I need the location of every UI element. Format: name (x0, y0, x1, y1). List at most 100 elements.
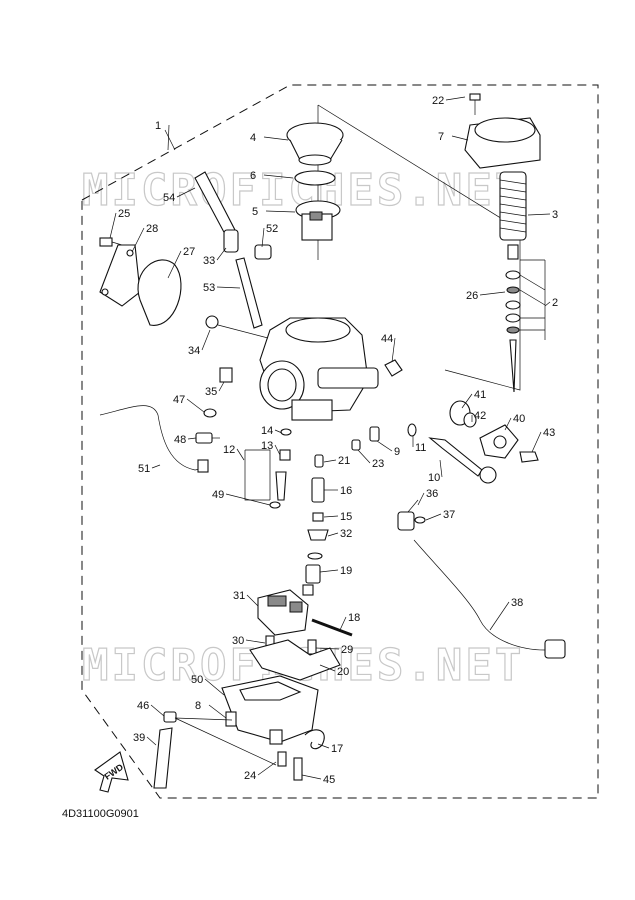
callout-19: 19 (340, 565, 352, 577)
callout-leader-3 (527, 213, 551, 216)
callout-47: 47 (173, 394, 185, 406)
callout-leader-48 (187, 437, 197, 440)
callout-leader-15 (323, 515, 339, 518)
callout-20: 20 (337, 666, 349, 678)
needle-jet-16 (311, 477, 325, 503)
callout-leader-50 (204, 678, 225, 696)
callout-12: 12 (223, 444, 235, 456)
spring-13 (279, 449, 291, 461)
callout-1: 1 (155, 120, 161, 132)
bracket-2-right (519, 259, 546, 340)
hose-end-51 (197, 459, 209, 473)
callout-leader-19 (319, 569, 339, 573)
o-ring-11 (407, 423, 417, 437)
callout-32: 32 (340, 528, 352, 540)
callout-leader-24 (257, 761, 277, 776)
callout-48: 48 (174, 434, 186, 446)
callout-leader-8 (208, 704, 227, 719)
callout-leader-22 (445, 96, 466, 101)
callout-9: 9 (394, 446, 400, 458)
callout-leader-6 (263, 174, 294, 179)
washer-32 (307, 529, 329, 541)
drain-screw-45 (293, 757, 303, 781)
callout-43: 43 (543, 427, 555, 439)
callout-36: 36 (426, 488, 438, 500)
callout-45: 45 (323, 774, 335, 786)
screw-44 (384, 359, 403, 377)
screw-8 (225, 711, 237, 727)
o-ring-6 (294, 170, 336, 186)
callout-5: 5 (252, 206, 258, 218)
jet-9 (369, 426, 380, 442)
callout-39: 39 (133, 732, 145, 744)
callout-37: 37 (443, 509, 455, 521)
callout-leader-39 (146, 736, 157, 746)
callout-leader-14 (274, 429, 283, 434)
screw-29 (307, 639, 317, 655)
screw-22 (469, 93, 481, 115)
callout-leader-47 (186, 398, 205, 413)
callout-52: 52 (266, 223, 278, 235)
callout-leader-34 (201, 329, 211, 351)
callout-51: 51 (138, 463, 150, 475)
holder-40 (479, 424, 519, 459)
callout-leader-27 (167, 250, 182, 279)
callout-10: 10 (428, 472, 440, 484)
drain-hose-39 (153, 711, 177, 789)
callout-leader-51 (151, 464, 161, 469)
callout-53: 53 (203, 282, 215, 294)
drawing-code: 4D31100G0901 (62, 808, 139, 820)
float-needle-19 (302, 552, 323, 596)
callout-leader-1 (167, 124, 170, 151)
callout-30: 30 (232, 635, 244, 647)
screw-24 (277, 751, 287, 767)
leader-36 (407, 499, 419, 513)
callout-leader-18 (339, 616, 347, 631)
callout-leader-43 (531, 431, 542, 453)
callout-40: 40 (513, 413, 525, 425)
o-ring-49 (269, 501, 281, 509)
callout-leader-10 (439, 459, 443, 478)
pilot-screw-12 (275, 471, 287, 501)
callout-27: 27 (183, 246, 195, 258)
callout-3: 3 (552, 209, 558, 221)
fitting-33 (223, 229, 239, 253)
o-ring-27 (137, 259, 182, 326)
callout-leader-49 (225, 493, 271, 506)
callout-38: 38 (511, 597, 523, 609)
piston-valve-5 (295, 200, 341, 241)
callout-leader-7 (451, 135, 469, 141)
jet-21 (314, 454, 324, 468)
callout-leader-5 (265, 210, 296, 213)
callout-7: 7 (438, 131, 444, 143)
float-pin-18 (311, 618, 353, 637)
callout-leader-31 (246, 594, 259, 607)
gasket-20 (249, 639, 341, 681)
callout-14: 14 (261, 425, 273, 437)
callout-22: 22 (432, 95, 444, 107)
leader-1 (164, 129, 176, 151)
callout-leader-26 (479, 291, 506, 296)
callout-46: 46 (137, 700, 149, 712)
cap-35 (219, 367, 233, 383)
screw-43 (519, 451, 539, 463)
callout-leader-17 (317, 743, 330, 749)
callout-leader-33 (216, 247, 227, 261)
jet-23 (351, 439, 361, 451)
callout-13: 13 (261, 440, 273, 452)
callout-26: 26 (466, 290, 478, 302)
hose-51 (99, 405, 206, 471)
callout-8: 8 (195, 700, 201, 712)
callout-33: 33 (203, 255, 215, 267)
callout-leader-40 (504, 417, 512, 431)
float-31 (257, 589, 309, 636)
callout-leader-44 (391, 337, 396, 363)
clip-52 (254, 244, 272, 260)
callout-leader-25 (109, 212, 117, 239)
top-cap-7 (464, 117, 541, 169)
callout-44: 44 (381, 333, 393, 345)
callout-leader-46 (150, 704, 165, 717)
callout-24: 24 (244, 770, 256, 782)
callout-leader-36 (417, 492, 425, 506)
